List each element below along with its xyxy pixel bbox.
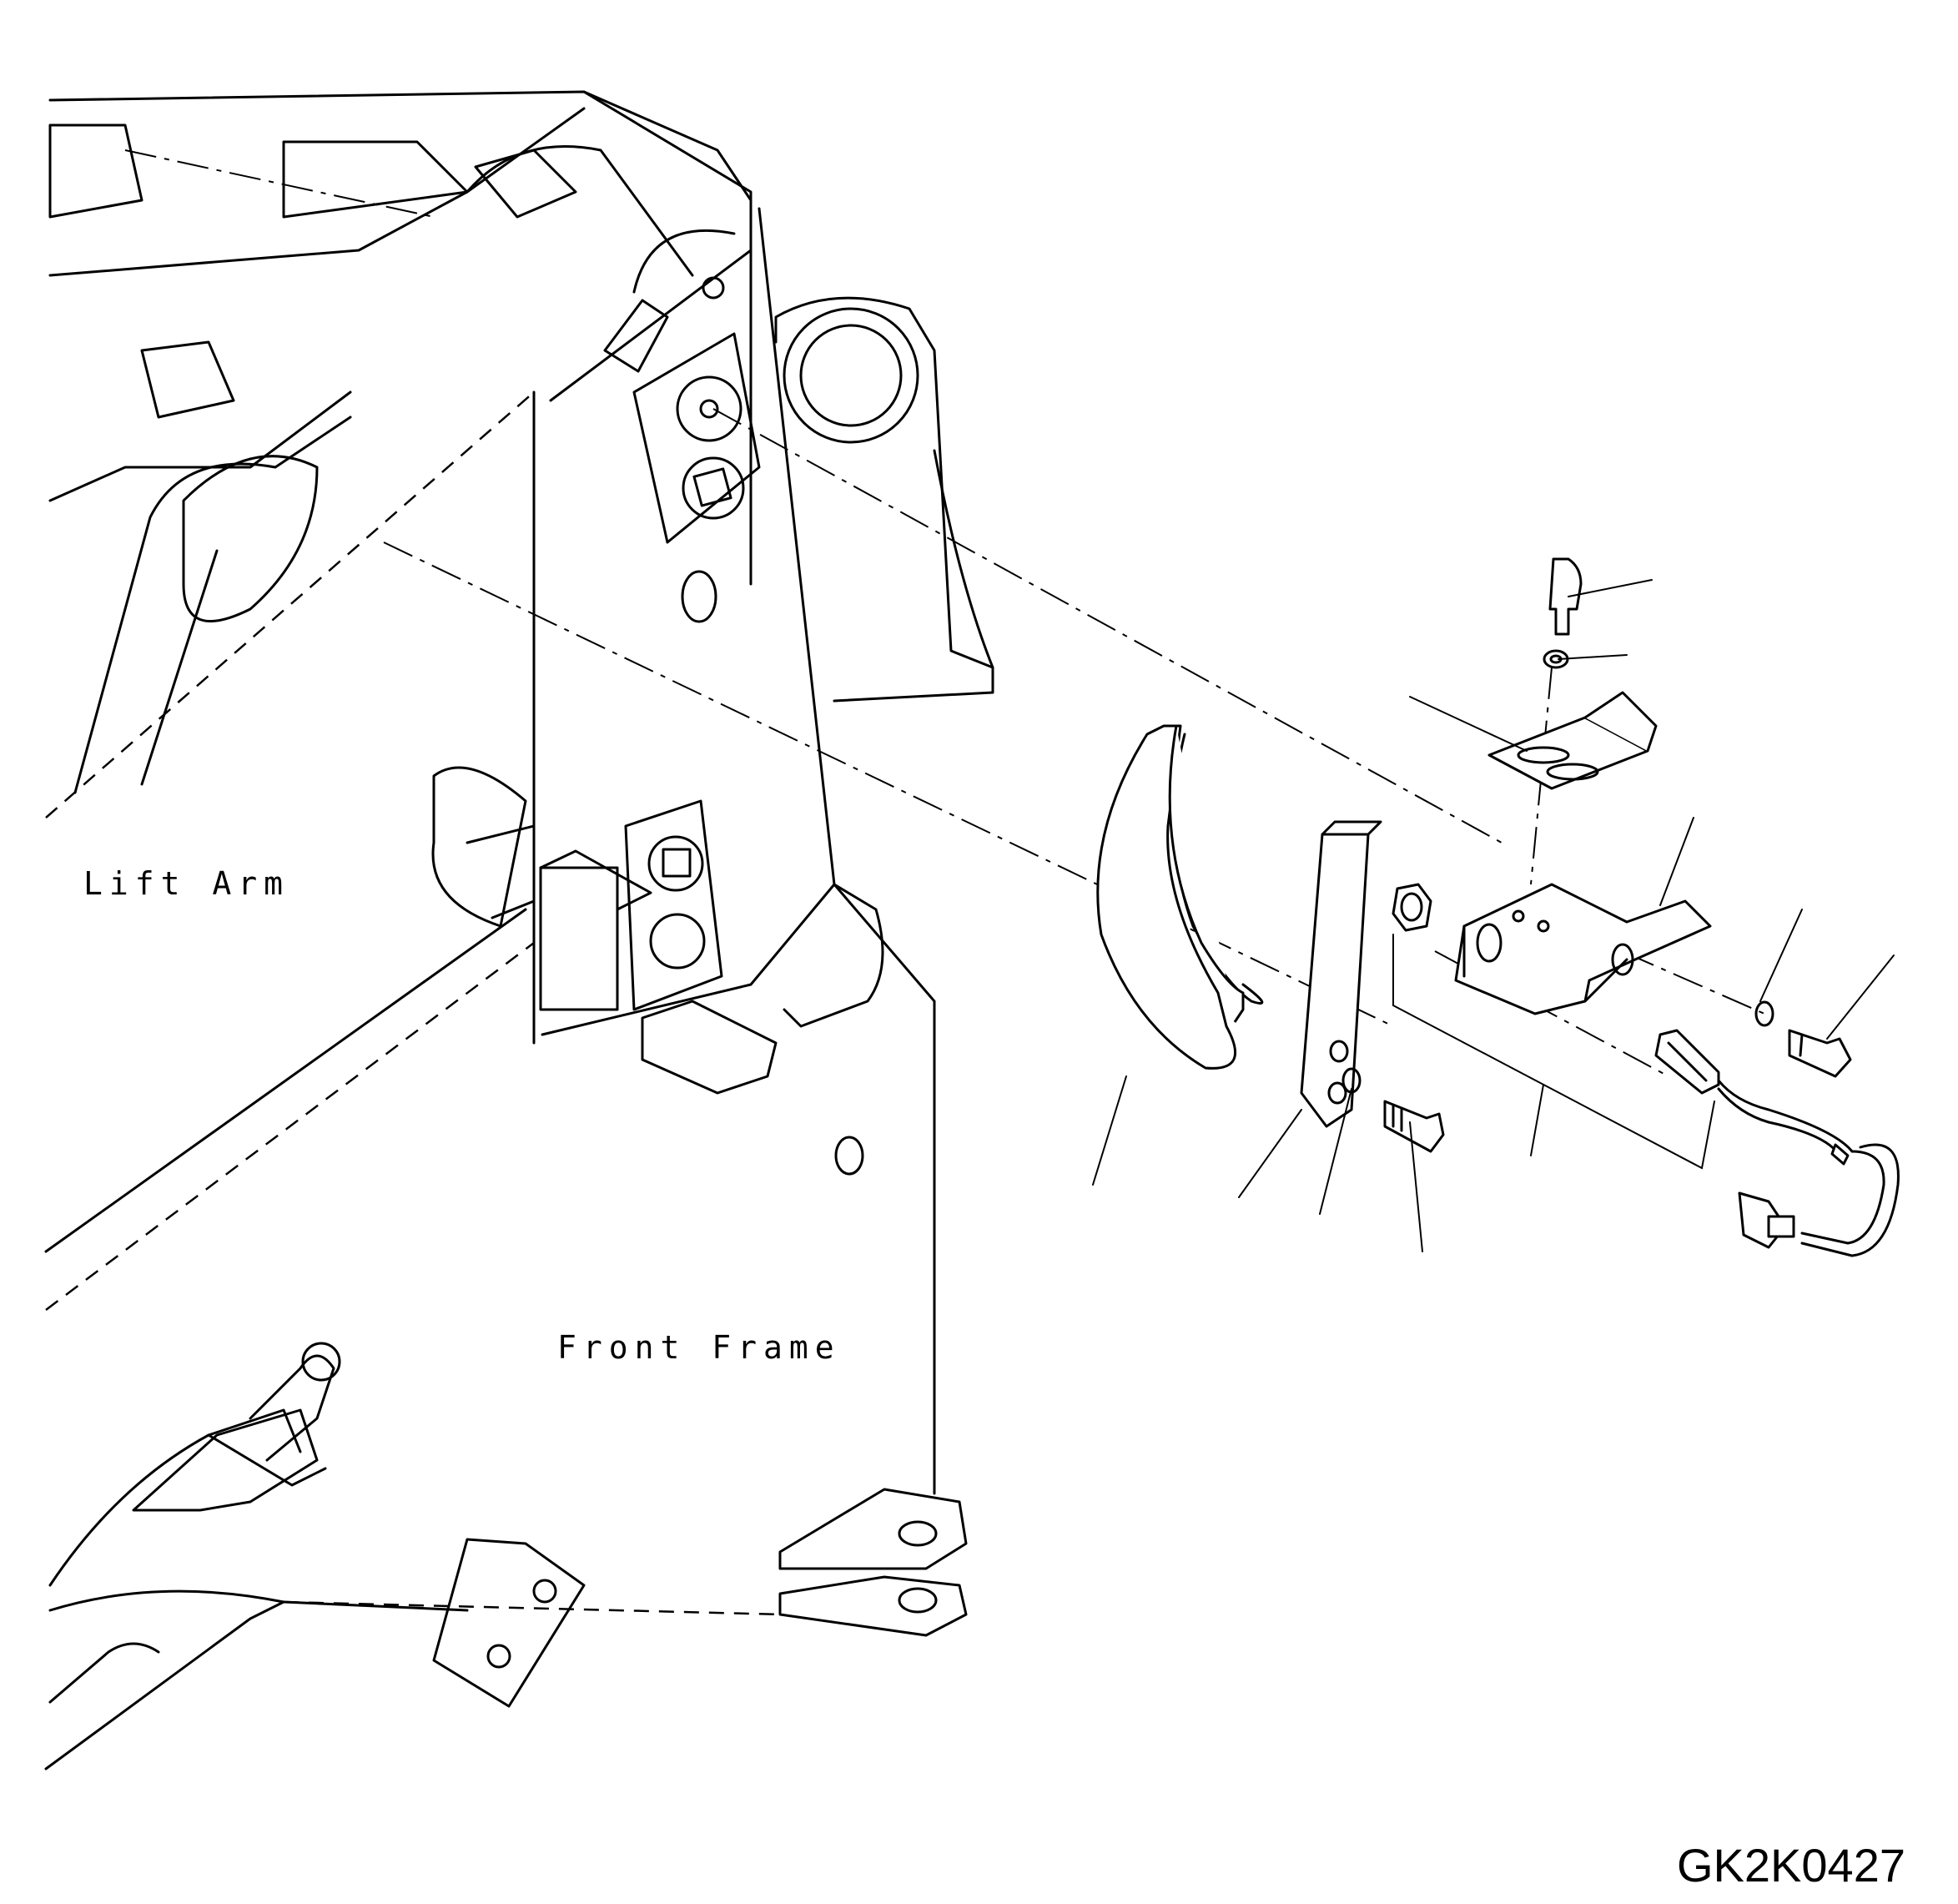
slotted-plate-part xyxy=(1487,691,1658,790)
sensor-bracket-part xyxy=(1454,883,1712,1015)
front-frame-label: Front Frame xyxy=(557,1329,841,1366)
front-frame xyxy=(44,207,994,1771)
lift-arm xyxy=(44,90,752,1311)
right-bolt-part xyxy=(1788,1029,1852,1078)
top-bolt-part xyxy=(1543,557,1583,669)
drawing-code: GK2K0427 xyxy=(1677,1839,1905,1891)
curved-guard-part xyxy=(1096,724,1264,1070)
right-washer-part xyxy=(1754,1000,1774,1027)
bracket-strip-part xyxy=(1300,820,1382,1128)
proximity-sensor-part xyxy=(1654,1029,1900,1257)
leader-lines xyxy=(1092,579,1895,1252)
bolt-part xyxy=(1383,1100,1445,1153)
hex-nut-part xyxy=(1392,883,1432,932)
lift-arm-label: Lift Arm xyxy=(83,865,289,902)
